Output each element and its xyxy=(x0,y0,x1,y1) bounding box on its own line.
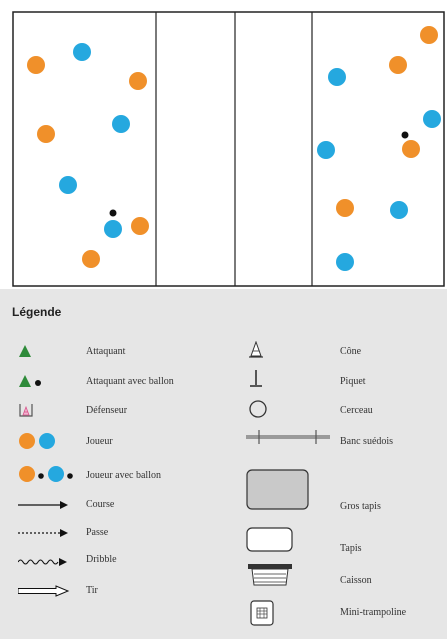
shot-arrow-icon xyxy=(18,585,70,597)
playing-field xyxy=(12,11,445,287)
player-blue xyxy=(59,176,77,194)
players-layer xyxy=(27,26,441,271)
attacker-icon xyxy=(19,345,31,357)
legend-label-shot: Tir xyxy=(86,585,98,596)
legend-label-run: Course xyxy=(86,499,115,510)
legend-label-defender: Défenseur xyxy=(86,405,128,416)
player-orange xyxy=(402,140,420,158)
ball xyxy=(109,209,117,217)
hoop-icon xyxy=(249,400,267,418)
legend-label-large-mat: Gros tapis xyxy=(340,501,381,512)
player-with-ball-icon xyxy=(19,466,73,482)
dribble-arrow-icon xyxy=(18,558,67,566)
ball xyxy=(401,131,409,139)
large-mat-icon xyxy=(246,469,309,510)
legend-label-mini-trampoline: Mini-trampoline xyxy=(340,607,407,618)
player-orange xyxy=(27,56,45,74)
player-orange xyxy=(37,125,55,143)
legend-label-hoop: Cerceau xyxy=(340,405,373,416)
player-orange xyxy=(336,199,354,217)
player-icon xyxy=(19,433,55,449)
cone-icon xyxy=(249,341,263,358)
vaulting-box-icon xyxy=(248,564,292,586)
defender-icon xyxy=(19,404,33,417)
pass-arrow-icon xyxy=(18,529,68,537)
player-blue xyxy=(317,141,335,159)
legend-panel: Légende Attaquant Attaquant avec ballon … xyxy=(0,289,447,639)
player-orange xyxy=(131,217,149,235)
attacker-with-ball-icon xyxy=(19,375,41,387)
player-blue xyxy=(328,68,346,86)
legend-label-stake: Piquet xyxy=(340,376,366,387)
player-blue xyxy=(390,201,408,219)
player-orange xyxy=(420,26,438,44)
legend-label-dribble: Dribble xyxy=(86,554,117,565)
player-blue xyxy=(112,115,130,133)
legend-label-player-with-ball: Joueur avec ballon xyxy=(86,470,161,481)
legend-title: Légende xyxy=(12,305,62,319)
legend-label-attacker: Attaquant xyxy=(86,346,126,357)
swedish-bench-icon xyxy=(246,430,330,444)
player-blue xyxy=(336,253,354,271)
legend-label-mat: Tapis xyxy=(340,543,362,554)
player-orange xyxy=(82,250,100,268)
mini-trampoline-icon xyxy=(250,600,274,626)
player-blue xyxy=(104,220,122,238)
legend-label-vaulting-box: Caisson xyxy=(340,575,372,586)
player-orange xyxy=(389,56,407,74)
legend-label-pass: Passe xyxy=(86,527,109,538)
player-blue xyxy=(423,110,441,128)
player-orange xyxy=(129,72,147,90)
run-arrow-icon xyxy=(18,501,68,509)
mat-icon xyxy=(246,527,293,552)
player-blue xyxy=(73,43,91,61)
legend-label-cone: Cône xyxy=(340,346,362,357)
stake-icon xyxy=(250,370,262,387)
legend-label-attacker-with-ball: Attaquant avec ballon xyxy=(86,376,174,387)
legend-label-swedish-bench: Banc suédois xyxy=(340,436,394,447)
legend-label-player: Joueur xyxy=(86,436,113,447)
